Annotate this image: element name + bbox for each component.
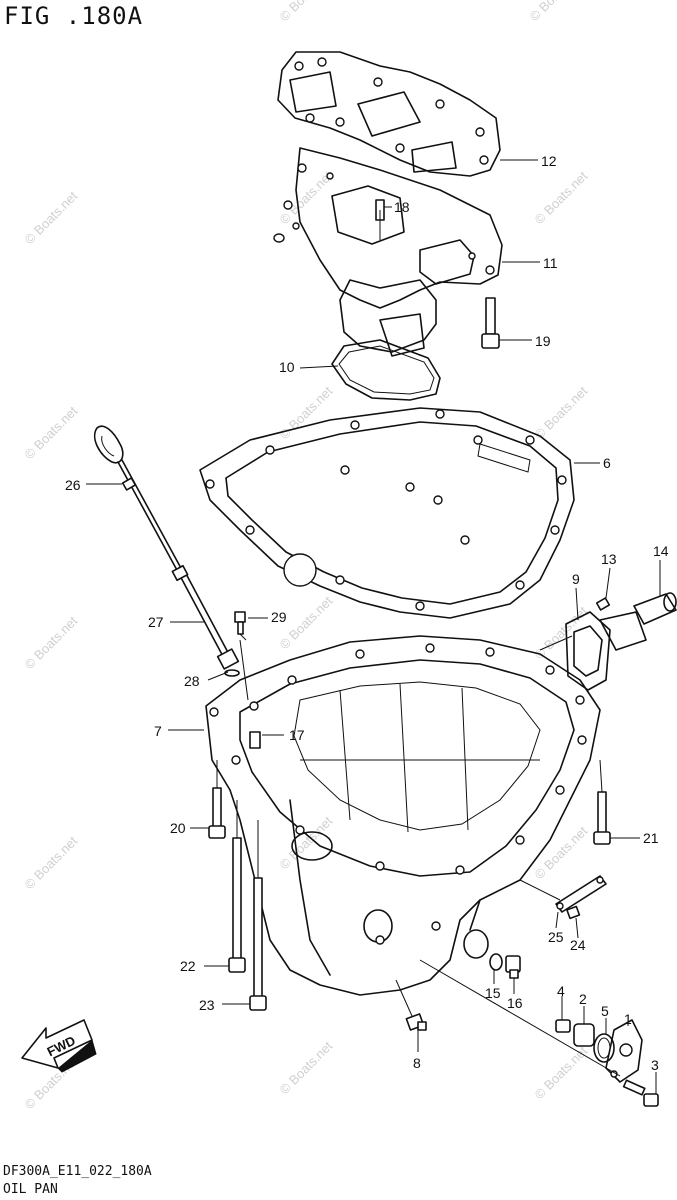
filter-2 bbox=[573, 1023, 595, 1047]
bolt-22 bbox=[228, 837, 246, 973]
watermark: © Boats.net bbox=[22, 613, 81, 672]
watermark: © Boats.net bbox=[22, 833, 81, 892]
callout-28: 28 bbox=[184, 673, 200, 689]
oil-pan-gasket-6 bbox=[199, 407, 575, 619]
callout-18: 18 bbox=[394, 199, 410, 215]
figure-title: FIG .180A bbox=[4, 2, 144, 30]
bolt-24 bbox=[566, 905, 581, 920]
drain-plug-16 bbox=[505, 955, 521, 979]
cover-1 bbox=[605, 1019, 643, 1083]
callout-9: 9 bbox=[572, 571, 580, 587]
cylinder-14 bbox=[633, 592, 677, 625]
callout-10: 10 bbox=[279, 359, 295, 375]
callout-25: 25 bbox=[548, 929, 564, 945]
fitting-8 bbox=[405, 1013, 427, 1031]
bolt-21 bbox=[593, 791, 611, 845]
watermark: © Boats.net bbox=[277, 813, 336, 872]
callout-23: 23 bbox=[199, 997, 215, 1013]
watermark: © Boats.net bbox=[22, 188, 81, 247]
assembly-lines bbox=[216, 210, 621, 1077]
bracket-25 bbox=[555, 875, 607, 913]
callout-labels: 12 18 11 19 10 6 26 13 14 9 27 29 28 7 1… bbox=[65, 153, 669, 1073]
dipstick-26 bbox=[93, 425, 183, 573]
cover-9 bbox=[565, 611, 647, 691]
callout-14: 14 bbox=[653, 543, 669, 559]
watermark: © Boats.net bbox=[532, 168, 591, 227]
callout-24: 24 bbox=[570, 937, 586, 953]
callout-1: 1 bbox=[624, 1011, 632, 1027]
o-ring-28 bbox=[224, 669, 240, 677]
callout-11: 11 bbox=[543, 255, 558, 271]
callout-15: 15 bbox=[485, 985, 501, 1001]
figure-name: OIL PAN bbox=[3, 1182, 58, 1197]
callout-17: 17 bbox=[289, 727, 305, 743]
bolt-4 bbox=[555, 1019, 571, 1033]
callout-20: 20 bbox=[170, 820, 186, 836]
dipstick-guide-27 bbox=[171, 564, 240, 670]
watermark: © Boats.net bbox=[532, 1043, 591, 1102]
callout-3: 3 bbox=[651, 1057, 659, 1073]
callout-leaders bbox=[86, 159, 661, 1094]
bolt-3 bbox=[622, 1079, 659, 1107]
callout-29: 29 bbox=[271, 609, 287, 625]
callout-27: 27 bbox=[148, 614, 164, 630]
washer-15 bbox=[489, 953, 503, 971]
callout-6: 6 bbox=[603, 455, 611, 471]
callout-4: 4 bbox=[557, 983, 565, 999]
callout-8: 8 bbox=[413, 1055, 421, 1071]
strainer-gasket-10 bbox=[331, 339, 441, 401]
oil-pan-7 bbox=[205, 635, 601, 996]
bolt-23 bbox=[249, 877, 267, 1011]
watermark: © Boats.net bbox=[277, 1038, 336, 1097]
callout-19: 19 bbox=[535, 333, 551, 349]
watermark: © Boats.net bbox=[532, 383, 591, 442]
callout-5: 5 bbox=[601, 1003, 609, 1019]
callout-26: 26 bbox=[65, 477, 81, 493]
bolt-20 bbox=[208, 787, 226, 839]
bolt-13 bbox=[595, 597, 611, 611]
callout-13: 13 bbox=[601, 551, 617, 567]
callout-12: 12 bbox=[541, 153, 557, 169]
watermark: © Boats.net bbox=[532, 603, 591, 662]
callout-21: 21 bbox=[643, 830, 659, 846]
callout-16: 16 bbox=[507, 995, 523, 1011]
bolt-19 bbox=[481, 297, 500, 349]
strainer-assembly-11 bbox=[273, 147, 503, 357]
gasket-12 bbox=[277, 51, 501, 177]
watermark: © Boats.net bbox=[277, 0, 336, 24]
watermark: © Boats.net bbox=[22, 403, 81, 462]
watermark: © Boats.net bbox=[277, 383, 336, 442]
callout-7: 7 bbox=[154, 723, 162, 739]
watermark: © Boats.net bbox=[527, 0, 586, 24]
bolt-29 bbox=[234, 611, 247, 641]
callout-2: 2 bbox=[579, 991, 587, 1007]
callout-22: 22 bbox=[180, 958, 196, 974]
drawing-code: DF300A_E11_022_180A bbox=[3, 1164, 152, 1179]
